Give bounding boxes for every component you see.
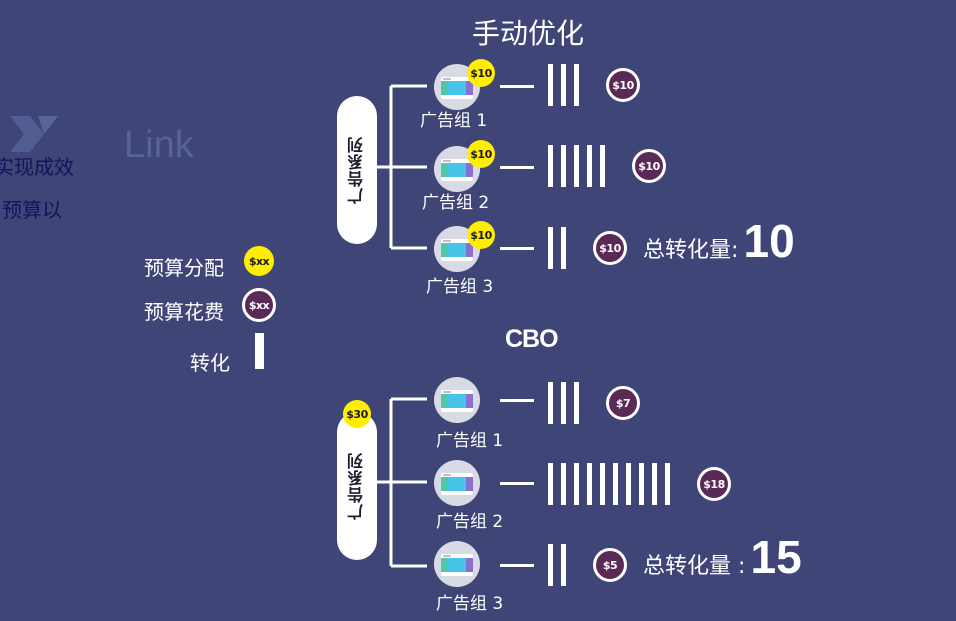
cbo-bracket-lines xyxy=(375,397,427,568)
legend-conversion-bar xyxy=(255,333,264,369)
conversion-bar xyxy=(548,382,553,424)
manual-adgroup-1-spend-coin: $10 xyxy=(606,68,640,102)
conversion-bar xyxy=(574,145,579,187)
conversion-bar xyxy=(548,145,553,187)
cbo-total: 总转化量 : 15 xyxy=(643,530,802,584)
cbo-title: CBO xyxy=(505,325,559,353)
conversion-bar xyxy=(587,145,592,187)
legend-budget-alloc-label: 预算分配 xyxy=(144,256,224,280)
legend-budget-spend-label: 预算花费 xyxy=(144,300,224,324)
manual-adgroup-2-spend-coin: $10 xyxy=(632,149,666,183)
manual-adgroup-3-label: 广告组 3 xyxy=(426,277,494,297)
manual-campaign-pill: 广告系列 xyxy=(337,96,377,244)
manual-total-label: 总转化量: xyxy=(643,238,739,263)
conversion-bar xyxy=(652,463,657,505)
conversion-bar xyxy=(561,227,566,269)
conversion-bar xyxy=(613,463,618,505)
conversion-bar xyxy=(548,64,553,106)
side-text-1: 实现成效 xyxy=(0,155,74,179)
manual-total-value: 10 xyxy=(743,215,795,267)
conversion-bar xyxy=(665,463,670,505)
cbo-campaign-pill: 广告系列 xyxy=(337,412,377,560)
manual-adgroup-1-budget-coin: $10 xyxy=(467,59,495,87)
watermark-logo-icon xyxy=(8,112,78,156)
conversion-bar xyxy=(600,145,605,187)
cbo-adgroup-2-connector xyxy=(500,482,534,485)
cbo-adgroup-2-icon xyxy=(434,460,480,506)
manual-bracket-lines xyxy=(375,84,427,250)
conversion-bar xyxy=(574,382,579,424)
manual-adgroup-3-budget-coin: $10 xyxy=(467,221,495,249)
manual-adgroup-2-budget-coin: $10 xyxy=(467,140,495,168)
cbo-adgroup-3-label: 广告组 3 xyxy=(436,594,504,614)
manual-adgroup-2-label: 广告组 2 xyxy=(422,193,490,213)
cbo-total-label: 总转化量 : xyxy=(643,554,746,579)
conversion-bar xyxy=(548,544,553,586)
cbo-campaign-label: 广告系列 xyxy=(347,452,366,520)
side-text-2: 预算以 xyxy=(2,198,62,222)
manual-adgroup-2-connector xyxy=(500,166,534,169)
cbo-adgroup-1-label: 广告组 1 xyxy=(436,431,504,451)
conversion-bar xyxy=(548,227,553,269)
conversion-bar xyxy=(587,463,592,505)
conversion-bar xyxy=(561,382,566,424)
manual-campaign-label: 广告系列 xyxy=(347,136,366,204)
cbo-total-value: 15 xyxy=(750,531,802,583)
manual-adgroup-3-connector xyxy=(500,247,534,250)
legend-budget-spend-coin: $xx xyxy=(242,288,276,322)
manual-total: 总转化量: 10 xyxy=(643,214,795,268)
manual-adgroup-1-label: 广告组 1 xyxy=(420,111,488,131)
cbo-adgroup-1-connector xyxy=(500,399,534,402)
legend-budget-alloc-coin: $xx xyxy=(244,246,274,276)
conversion-bar xyxy=(600,463,605,505)
manual-adgroup-3-spend-coin: $10 xyxy=(593,231,627,265)
conversion-bar xyxy=(548,463,553,505)
manual-adgroup-1-connector xyxy=(500,85,534,88)
cbo-adgroup-1-icon xyxy=(434,377,480,423)
cbo-adgroup-3-connector xyxy=(500,564,534,567)
conversion-bar xyxy=(626,463,631,505)
cbo-adgroup-3-spend-coin: $5 xyxy=(593,548,627,582)
conversion-bar xyxy=(639,463,644,505)
conversion-bar xyxy=(561,463,566,505)
conversion-bar xyxy=(574,64,579,106)
cbo-adgroup-2-label: 广告组 2 xyxy=(436,512,504,532)
manual-title: 手动优化 xyxy=(472,17,585,50)
cbo-campaign-budget-coin: $30 xyxy=(343,400,371,428)
manual-adgroup-1-icon xyxy=(434,64,480,110)
watermark-text: Link xyxy=(124,124,194,166)
cbo-adgroup-1-spend-coin: $7 xyxy=(606,386,640,420)
cbo-adgroup-3-icon xyxy=(434,541,480,587)
conversion-bar xyxy=(561,145,566,187)
conversion-bar xyxy=(561,544,566,586)
cbo-adgroup-2-spend-coin: $18 xyxy=(697,467,731,501)
conversion-bar xyxy=(561,64,566,106)
conversion-bar xyxy=(574,463,579,505)
legend-conversion-label: 转化 xyxy=(190,351,230,375)
